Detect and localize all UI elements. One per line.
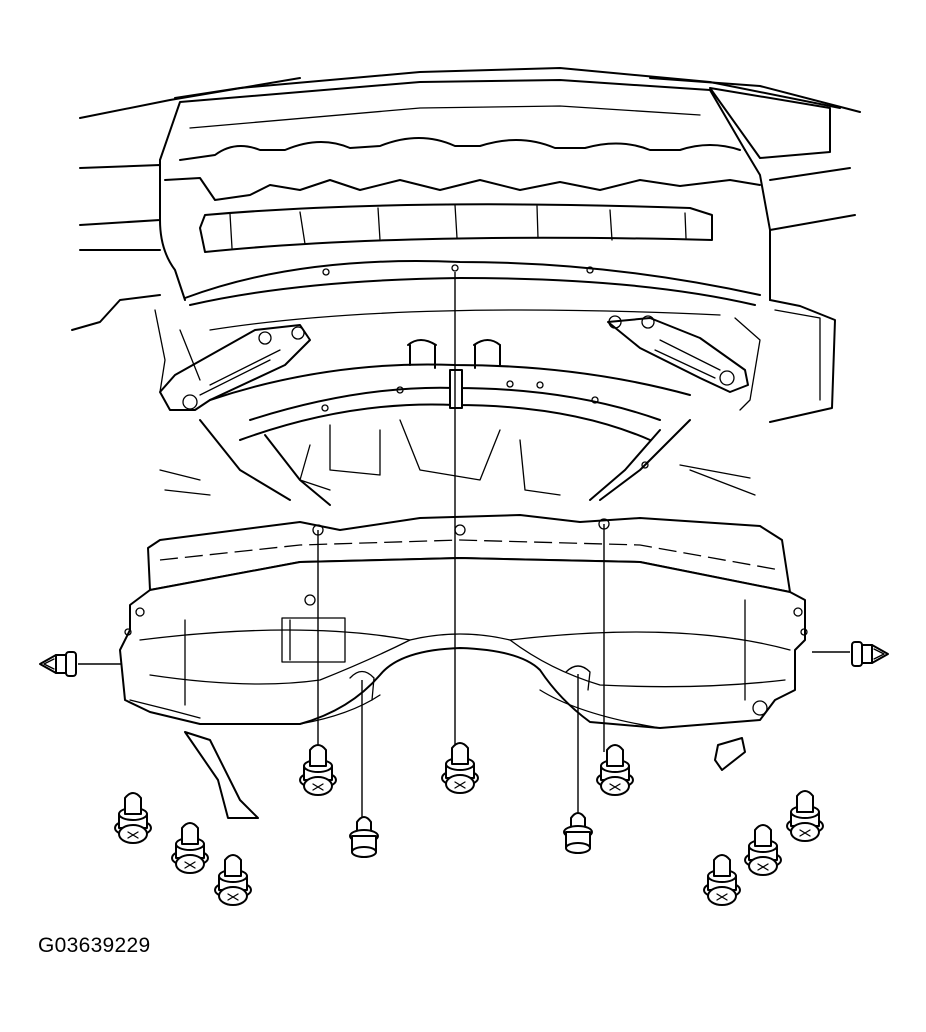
bolt-icon xyxy=(596,744,634,796)
front-bumper xyxy=(71,67,861,423)
front-crossmember xyxy=(154,309,761,506)
bolt-icon xyxy=(214,854,252,906)
bolt-icon xyxy=(441,742,479,794)
bolt-icon xyxy=(299,744,337,796)
engine-under-cover xyxy=(119,514,808,819)
bolt-icon xyxy=(786,790,824,842)
side-clip-right-icon xyxy=(851,641,889,667)
bolt-icon xyxy=(114,792,152,844)
figure-id-code: G03639229 xyxy=(38,934,151,957)
bolt-icon xyxy=(171,822,209,874)
clip-icon xyxy=(349,816,379,858)
clip-icon xyxy=(563,812,593,854)
bolt-icon xyxy=(744,824,782,876)
bolt-icon xyxy=(703,854,741,906)
leader-lines xyxy=(78,272,850,830)
side-clip-left-icon xyxy=(39,651,77,677)
